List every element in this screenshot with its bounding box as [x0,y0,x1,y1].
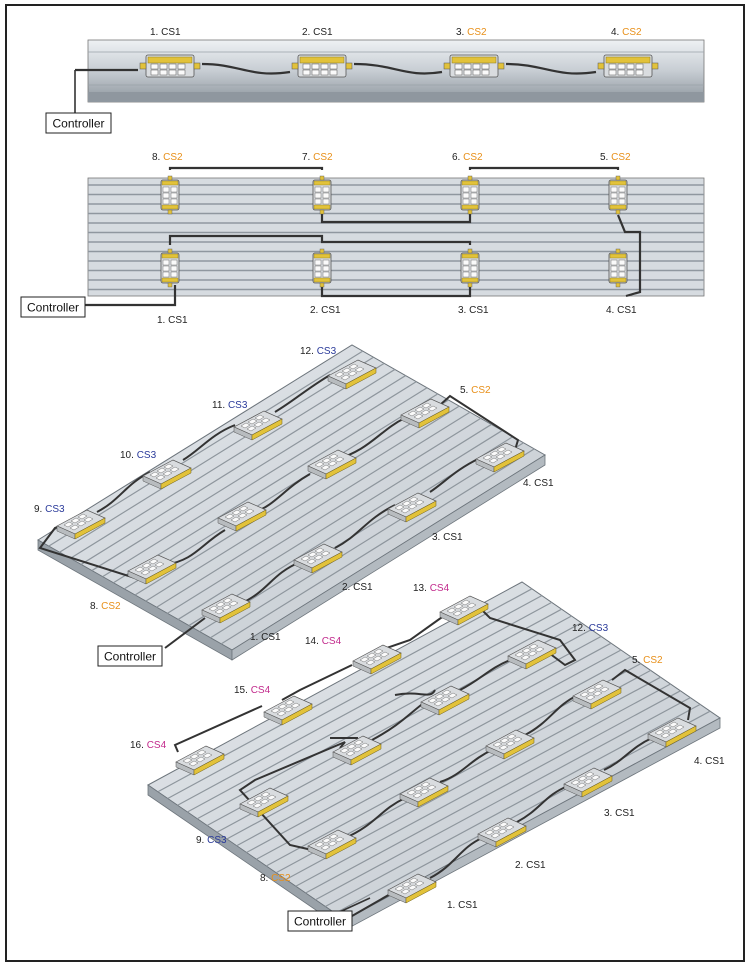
cable-run [85,166,642,307]
rail-line [325,703,701,908]
rail-line [167,595,543,800]
io-module-icon [460,175,480,215]
module-label: 6. CS2 [452,152,483,163]
controller-label: Controller [294,915,346,929]
rail-line [226,635,602,840]
controller-label: Controller [27,301,79,315]
figure-border [5,4,745,962]
diagram-4-iso-plate-large: Controller 13. CS4 12. CS3 14. CS4 5. CS… [130,581,725,932]
rail-line [315,697,691,901]
module-label: 3. CS1 [604,808,635,819]
io-module-icon [608,248,628,288]
module-label: 9. CS3 [196,835,227,846]
din-rail-edge [88,92,704,102]
module-label: 3. CS1 [458,305,489,316]
module-label: 12. CS3 [572,623,609,634]
controller-box [97,645,163,667]
rail-lines [48,350,535,645]
rail-line [156,411,471,608]
rail-line [220,448,535,645]
module-label: 15. CS4 [234,685,271,696]
io-module-icon [608,175,628,215]
rail-line [256,656,632,860]
module-label: 9. CS3 [34,504,65,515]
rail-line [123,393,439,590]
module-label: 2. CS1 [515,860,546,871]
module-label: 3. CS1 [432,532,463,543]
controller-label: Controller [52,117,104,131]
rail-line [145,405,460,602]
cable-run [173,607,692,917]
module-label: 8. CS2 [260,873,291,884]
module-label: 2. CS1 [342,582,373,593]
controller-box [20,296,86,318]
controller-box [287,910,353,932]
module-label: 13. CS4 [413,583,450,594]
rail-line [236,642,612,847]
module-label: 14. CS4 [305,636,342,647]
rail-line [177,423,492,620]
io-module-icon [160,248,180,288]
module-label: 5. CS2 [600,152,631,163]
plate-edge [231,454,546,661]
cable [201,62,291,75]
rail-line [91,375,406,572]
rail-line [305,690,681,894]
rail-line [177,601,552,806]
diagram-3-iso-plate: Controller 12. CS3 11. CS3 10. CS3 9. CS… [34,344,554,667]
module-label: 16. CS4 [130,740,167,751]
module-label: 1. CS1 [250,632,281,643]
rail-line [134,399,449,596]
module-label: 12. CS3 [300,346,337,357]
diagram-1-linear-rail: Controller 1. CS1 2. CS1 3. CS2 4. CS2 [45,27,705,134]
module-label: 11. CS3 [212,400,248,411]
rail-line [196,615,572,820]
rail-line [334,710,711,914]
module-label: 4. CS1 [694,756,725,767]
rail-line [188,430,503,627]
module-label: 1. CS1 [447,900,478,911]
module-label: 5. CS2 [460,385,491,396]
cable [505,62,597,75]
rail-line [113,387,428,584]
io-module-icon [291,54,353,78]
controller-box [45,112,112,134]
rail-line [59,356,374,553]
io-module-icon [312,175,332,215]
module-label: 1. CS1 [157,315,188,326]
cable [353,62,443,75]
rail-line [102,381,417,578]
module-label: 10. CS3 [120,450,157,461]
rail-line [167,417,481,614]
module-label: 7. CS2 [302,152,333,163]
module-label: 8. CS2 [90,601,121,612]
rail-line [70,362,385,559]
module-label: 8. CS2 [152,152,183,163]
io-module-icon [443,54,505,78]
io-module-icon [160,175,180,215]
rail-line [210,442,524,639]
module-label: 1. CS1 [150,27,181,38]
io-module-icon [139,54,201,78]
rail-line [187,608,562,813]
rail-line [80,368,396,565]
module-label: 3. CS2 [456,27,487,38]
rail-line [48,350,364,547]
diagram-2-rail-grid: Controller 8. CS2 7. CS2 6. CS2 5. CS2 1… [20,152,705,326]
io-module-icon [312,248,332,288]
module-label: 2. CS1 [302,27,333,38]
io-module-icon [597,54,659,78]
module-label: 4. CS1 [606,305,637,316]
rail-line [295,683,671,887]
io-module-icon [460,248,480,288]
rail-line [246,649,622,854]
module-label: 2. CS1 [310,305,341,316]
controller-label: Controller [104,650,156,664]
module-label: 5. CS2 [632,655,663,666]
module-label: 4. CS1 [523,478,554,489]
module-label: 4. CS2 [611,27,642,38]
